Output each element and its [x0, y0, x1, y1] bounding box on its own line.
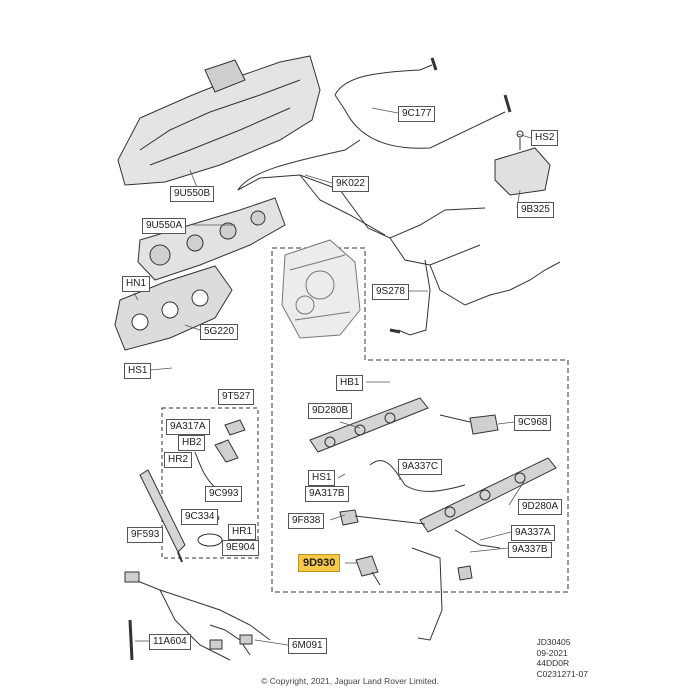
fuel-pressure-sensor-part: [355, 555, 473, 586]
high-pressure-pump-part: [281, 239, 361, 339]
intake-manifold-part: [137, 197, 286, 281]
document-codes: JD30405 09-2021 44DD0R C0231271-07: [536, 637, 588, 679]
doc-code-2: 44DD0R: [536, 658, 570, 668]
callout-9a337a[interactable]: 9A337A: [511, 525, 555, 541]
callout-hn1[interactable]: HN1: [122, 276, 151, 292]
fuel-supply-pipe-part: [389, 259, 561, 336]
fuel-line-harness-part: [237, 139, 486, 266]
doc-code-1: JD30405: [536, 637, 571, 647]
crossover-pipe-part: [369, 460, 466, 492]
callout-hr1[interactable]: HR1: [228, 524, 257, 540]
callout-9a317b[interactable]: 9A317B: [305, 486, 349, 502]
callout-9u550a[interactable]: 9U550A: [142, 218, 187, 234]
callout-9e904[interactable]: 9E904: [222, 540, 259, 556]
callout-11a604[interactable]: 11A604: [149, 634, 191, 650]
manifold-gasket-part: [114, 265, 233, 351]
bracket-part: [494, 130, 551, 196]
callout-9f838[interactable]: 9F838: [288, 513, 325, 529]
injector-clamp-parts: [197, 419, 246, 547]
feed-pipe-part: [411, 529, 501, 641]
doc-code-3: C0231271-07: [536, 668, 588, 679]
callout-9b325[interactable]: 9B325: [517, 202, 554, 218]
fuel-return-pipe-part: [334, 57, 512, 149]
callout-hb1[interactable]: HB1: [336, 375, 364, 391]
doc-date: 09-2021: [536, 647, 568, 658]
callout-5g220[interactable]: 5G220: [200, 324, 239, 340]
fuel-rail-lower-part: [419, 457, 557, 533]
callout-hb2[interactable]: HB2: [178, 435, 206, 451]
callout-6m091[interactable]: 6M091: [288, 638, 327, 654]
copyright-notice: © Copyright, 2021, Jaguar Land Rover Lim…: [261, 676, 439, 686]
callout-9d930-highlighted[interactable]: 9D930: [298, 554, 341, 572]
callout-9d280b[interactable]: 9D280B: [308, 403, 353, 419]
callout-hr2[interactable]: HR2: [164, 452, 193, 468]
engine-cover-part: [117, 55, 321, 186]
callout-9s278[interactable]: 9S278: [372, 284, 409, 300]
callout-hs1-top[interactable]: HS1: [124, 363, 152, 379]
callout-9u550b[interactable]: 9U550B: [170, 186, 215, 202]
callout-9a337c[interactable]: 9A337C: [398, 459, 443, 475]
callout-9c334[interactable]: 9C334: [181, 509, 219, 525]
callout-hs1-mid[interactable]: HS1: [308, 470, 336, 486]
callout-9f593[interactable]: 9F593: [127, 527, 164, 543]
callout-9k022[interactable]: 9K022: [332, 176, 369, 192]
wiring-harness-part: [124, 571, 271, 661]
callout-9c968[interactable]: 9C968: [514, 415, 552, 431]
callout-9c993[interactable]: 9C993: [205, 486, 243, 502]
callout-9a337b[interactable]: 9A337B: [508, 542, 552, 558]
callout-9c177[interactable]: 9C177: [398, 106, 436, 122]
callout-9d280a[interactable]: 9D280A: [518, 499, 563, 515]
fuel-pump-group-outline: [271, 247, 569, 593]
pressure-control-valve-part: [439, 414, 499, 435]
fuel-rail-upper-part: [309, 397, 429, 453]
callout-9a317a[interactable]: 9A317A: [166, 419, 210, 435]
rail-sensor-part: [339, 509, 426, 526]
callout-hs2[interactable]: HS2: [531, 130, 559, 146]
callout-9t527[interactable]: 9T527: [218, 389, 255, 405]
